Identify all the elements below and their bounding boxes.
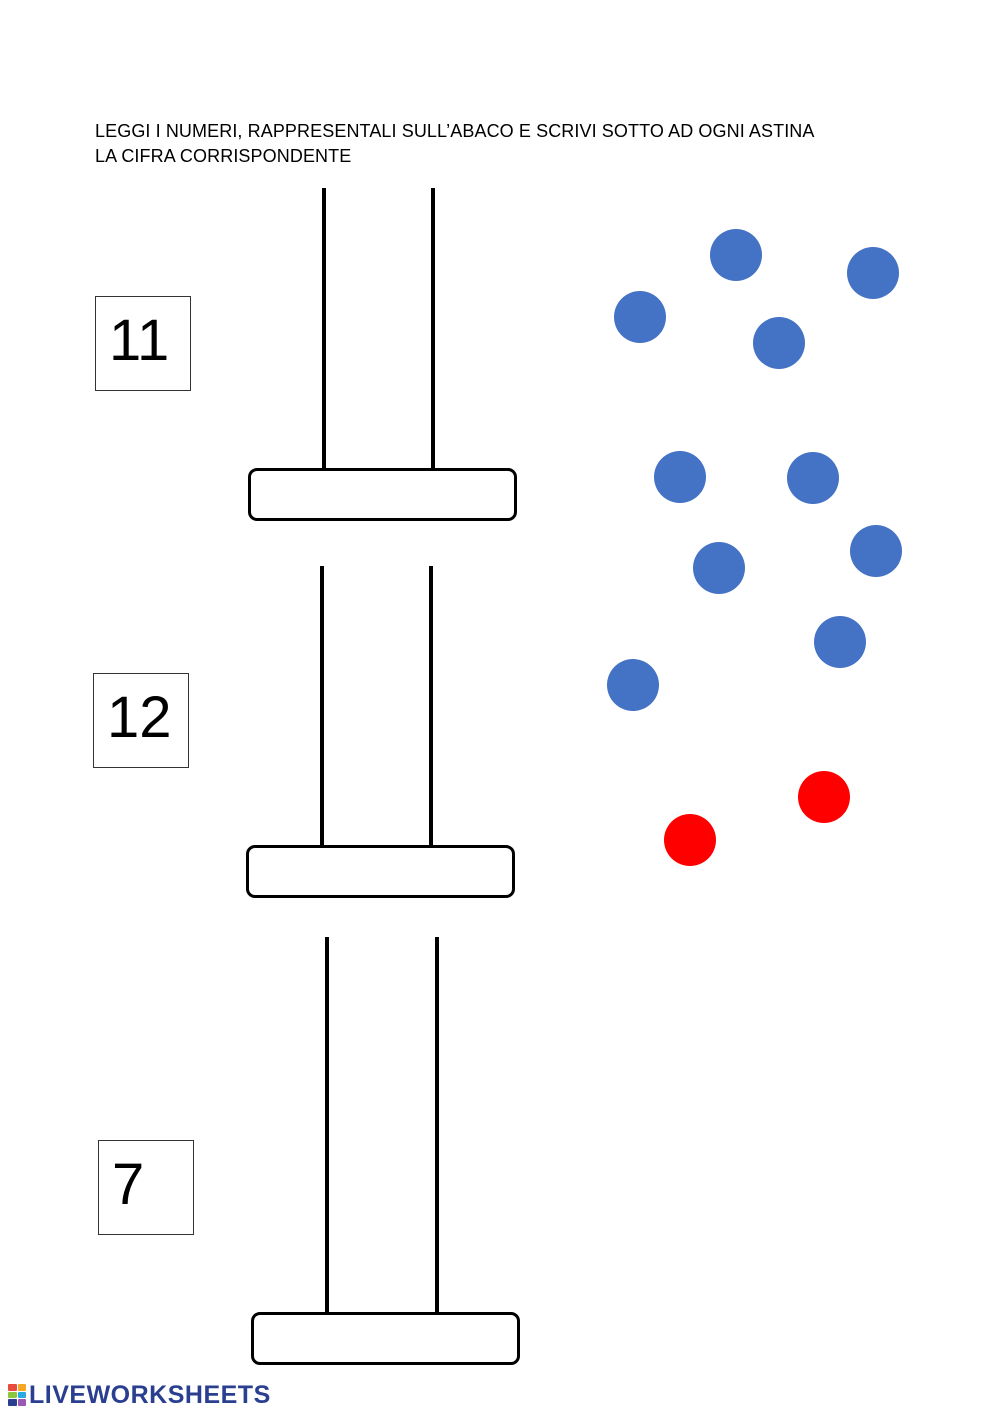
abacus-3-answer-base[interactable]: [251, 1312, 520, 1365]
liveworksheets-logo: LIVEWORKSHEETS: [8, 1380, 271, 1410]
blue-bead[interactable]: [753, 317, 805, 369]
blue-bead[interactable]: [850, 525, 902, 577]
abacus-2-rod-tens: [320, 566, 324, 848]
abacus-3-rod-units: [435, 937, 439, 1314]
number-label-3: 7: [112, 1152, 145, 1217]
abacus-3-rod-tens: [325, 937, 329, 1314]
number-label-1: 11: [109, 308, 170, 373]
abacus-1-rod-tens: [322, 188, 326, 470]
red-bead[interactable]: [798, 771, 850, 823]
abacus-2-rod-units: [429, 566, 433, 848]
blue-bead[interactable]: [787, 452, 839, 504]
instructions: LEGGI I NUMERI, RAPPRESENTALI SULL’ABACO…: [95, 119, 955, 169]
red-bead[interactable]: [664, 814, 716, 866]
logo-mark-icon: [8, 1384, 26, 1406]
number-label-2: 12: [107, 685, 172, 750]
abacus-1-rod-units: [431, 188, 435, 470]
abacus-1-answer-base[interactable]: [248, 468, 517, 521]
blue-bead[interactable]: [814, 616, 866, 668]
blue-bead[interactable]: [710, 229, 762, 281]
number-box-1: 11: [95, 296, 191, 391]
blue-bead[interactable]: [693, 542, 745, 594]
instructions-line-2: LA CIFRA CORRISPONDENTE: [95, 146, 352, 166]
abacus-2-answer-base[interactable]: [246, 845, 515, 898]
blue-bead[interactable]: [607, 659, 659, 711]
instructions-line-1: LEGGI I NUMERI, RAPPRESENTALI SULL’ABACO…: [95, 121, 815, 141]
number-box-2: 12: [93, 673, 189, 768]
blue-bead[interactable]: [847, 247, 899, 299]
number-box-3: 7: [98, 1140, 194, 1235]
blue-bead[interactable]: [654, 451, 706, 503]
brand-name: LIVEWORKSHEETS: [29, 1380, 271, 1409]
blue-bead[interactable]: [614, 291, 666, 343]
